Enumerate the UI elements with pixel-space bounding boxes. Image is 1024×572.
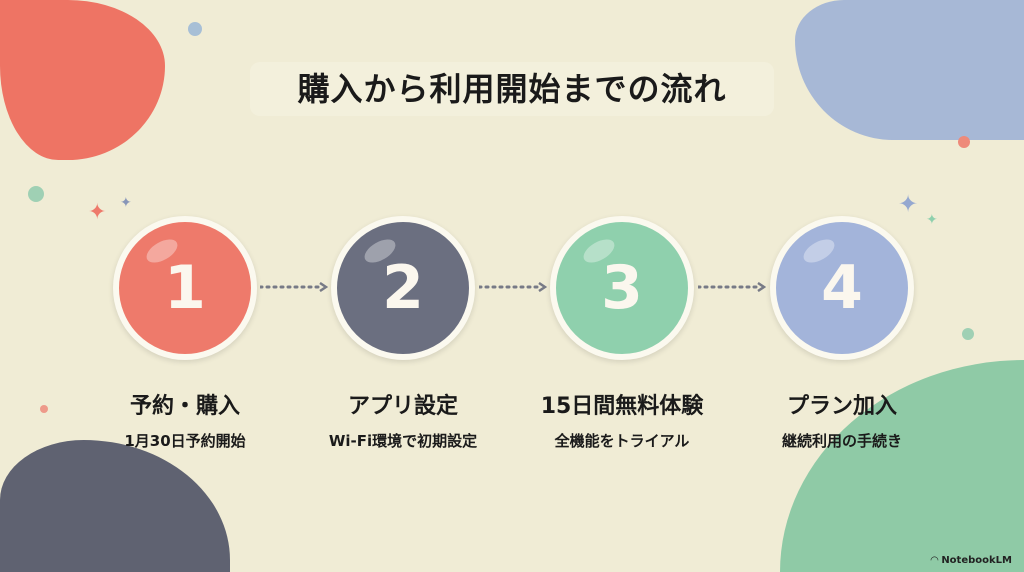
sparkle-icon: ✦ [88,200,107,225]
sparkle-icon: ✦ [898,190,919,218]
decor-blob-blue [795,0,1024,140]
step-description: Wi-Fi環境で初期設定 [328,432,478,450]
step-number-badge: 2 [331,216,475,360]
step-label: 15日間無料体験 [540,394,704,419]
step-number-badge: 4 [770,216,914,360]
step-label: 予約・購入 [129,394,240,419]
step-description: 継続利用の手続き [781,432,902,450]
arrow-icon [698,282,766,292]
sparkle-icon: ✦ [926,212,938,228]
arrow-icon [479,282,547,292]
brand-name: NotebookLM [941,555,1012,566]
decor-dot [958,136,970,148]
step-number-badge: 1 [113,216,257,360]
arrow-icon [260,282,328,292]
step-description: 全機能をトライアル [554,432,690,450]
step-3: 3 15日間無料体験 全機能をトライアル [522,216,722,451]
decor-dot [962,328,974,340]
step-4: 4 プラン加入 継続利用の手続き [742,216,942,451]
decor-dot [40,405,48,413]
step-2: 2 アプリ設定 Wi-Fi環境で初期設定 [303,216,503,451]
brand-logo: ◠NotebookLM [931,555,1012,566]
decor-dot [28,186,44,202]
decor-blob-slate [0,440,230,572]
step-label: アプリ設定 [347,394,458,419]
decor-blob-red [0,0,165,160]
decor-dot [188,22,202,36]
step-number-badge: 3 [550,216,694,360]
step-description: 1月30日予約開始 [124,432,246,450]
sparkle-icon: ✦ [120,195,132,211]
step-1: 1 予約・購入 1月30日予約開始 [85,216,285,451]
notebooklm-icon: ◠ [930,555,939,566]
page-title: 購入から利用開始までの流れ [250,62,774,116]
step-label: プラン加入 [786,394,897,419]
